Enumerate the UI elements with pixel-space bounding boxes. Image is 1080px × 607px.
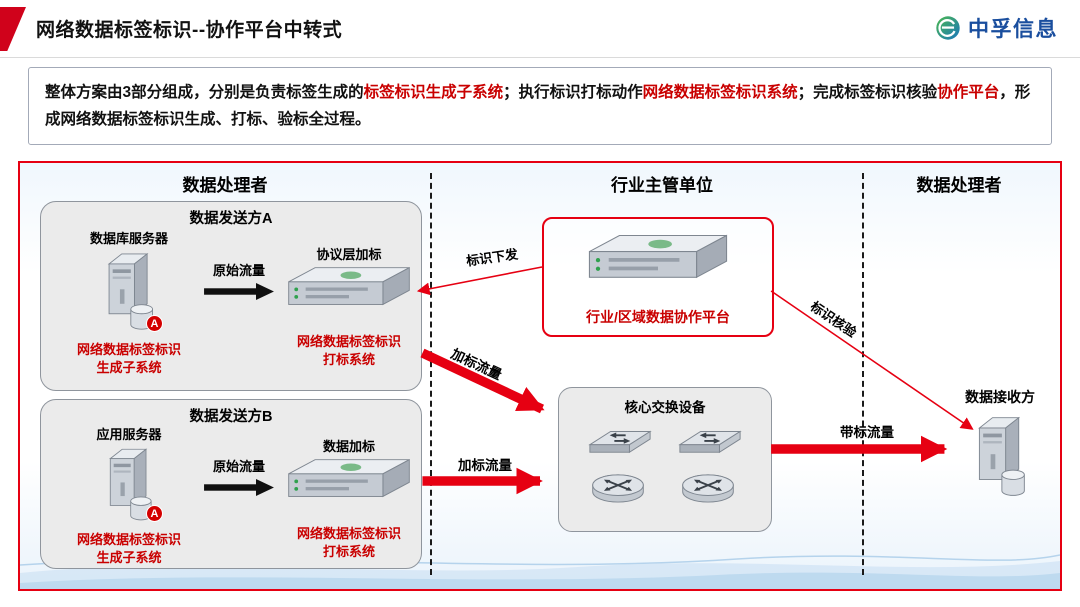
column-divider-left bbox=[430, 173, 432, 575]
column-header-data-processor-left: 数据处理者 bbox=[182, 176, 268, 195]
tag-generator-badge: A bbox=[146, 505, 163, 522]
sender-a-server-label: 数据库服务器 bbox=[89, 231, 168, 246]
switch-grid bbox=[559, 424, 771, 506]
sender-a-server-icon-wrap: A bbox=[100, 249, 163, 340]
sender-a-device-caption: 网络数据标签标识 打标系统 bbox=[279, 333, 419, 368]
summary-seg-em: 标签标识生成子系统 bbox=[363, 84, 504, 101]
company-logo: 中孚信息 bbox=[935, 13, 1058, 43]
column-divider-right bbox=[862, 173, 864, 575]
caption-line: 网络数据标签标识 bbox=[296, 526, 401, 541]
sender-b-device-caption: 网络数据标签标识 打标系统 bbox=[279, 525, 419, 560]
sender-a-device: 协议层加标 网络数据标签标识 打标系统 bbox=[279, 244, 419, 368]
sender-a-group: 数据发送方A 数据库服务器 A 网络数据标签标识 生成子系统 原始流量 协议层加… bbox=[40, 201, 422, 391]
switch-icon bbox=[678, 424, 742, 456]
sender-b-device: 数据加标 网络数据标签标识 打标系统 bbox=[279, 436, 419, 560]
summary-text: 整体方案由3部分组成，分别是负责标签生成的标签标识生成子系统；执行标识打标动作网… bbox=[45, 79, 1035, 133]
sender-a-server-caption: 网络数据标签标识 生成子系统 bbox=[53, 341, 205, 376]
sender-b-server-label: 应用服务器 bbox=[96, 427, 162, 442]
sender-b-server: 应用服务器 A 网络数据标签标识 生成子系统 bbox=[53, 424, 205, 566]
sender-b-group: 数据发送方B 应用服务器 A 网络数据标签标识 生成子系统 原始流量 数据加标 bbox=[40, 399, 422, 569]
red-flag-accent-icon bbox=[0, 7, 26, 51]
caption-line: 打标系统 bbox=[322, 543, 375, 559]
sender-a-flow: 原始流量 bbox=[191, 260, 287, 305]
summary-seg: 整体方案由3部分组成，分别是负责标签生成的 bbox=[45, 84, 364, 101]
arrow-label-tagged-out: 带标流量 bbox=[840, 425, 894, 440]
collaboration-platform-box: 行业/区域数据协作平台 bbox=[542, 217, 774, 337]
right-arrow-icon bbox=[204, 479, 274, 496]
sender-b-flow: 原始流量 bbox=[191, 456, 287, 501]
sender-b-server-icon-wrap: A bbox=[100, 445, 163, 530]
device-label: 协议层加标 bbox=[316, 247, 382, 262]
switch-icon bbox=[588, 424, 652, 456]
caption-line: 网络数据标签标识 bbox=[76, 532, 181, 547]
caption-line: 网络数据标签标识 bbox=[296, 334, 401, 349]
summary-box: 整体方案由3部分组成，分别是负责标签生成的标签标识生成子系统；执行标识打标动作网… bbox=[28, 67, 1052, 146]
column-header-data-processor-right: 数据处理者 bbox=[916, 176, 1002, 195]
arrow-label-distribute: 标识下发 bbox=[465, 246, 519, 269]
tag-generator-badge: A bbox=[146, 315, 163, 332]
zhongfu-globe-icon bbox=[936, 16, 960, 40]
rack-device-icon bbox=[283, 263, 415, 312]
receiver-group: 数据接收方 bbox=[920, 387, 1060, 506]
receiver-label: 数据接收方 bbox=[965, 389, 1035, 405]
arrow-label-tagged-flow-a: 加标流量 bbox=[448, 346, 505, 383]
flow-label: 原始流量 bbox=[212, 459, 265, 474]
summary-seg-em: 协作平台 bbox=[937, 84, 1000, 101]
caption-line: 打标系统 bbox=[322, 351, 375, 367]
column-header-industry-authority: 行业主管单位 bbox=[611, 176, 713, 195]
slide-header: 网络数据标签标识--协作平台中转式 中孚信息 bbox=[0, 0, 1080, 57]
rack-device-icon bbox=[583, 230, 733, 286]
architecture-diagram: 数据处理者 行业主管单位 数据处理者 数据发送方A 数据库服务器 A 网络数据标… bbox=[18, 161, 1062, 591]
sender-a-title: 数据发送方A bbox=[189, 211, 273, 227]
header-divider bbox=[0, 57, 1080, 58]
sender-b-server-caption: 网络数据标签标识 生成子系统 bbox=[53, 531, 205, 566]
summary-seg: ；执行标识打标动作 bbox=[503, 84, 643, 101]
device-label: 数据加标 bbox=[322, 439, 375, 454]
caption-line: 生成子系统 bbox=[96, 549, 162, 565]
summary-seg-em: 网络数据标签标识系统 bbox=[642, 84, 798, 101]
sender-b-title: 数据发送方B bbox=[189, 409, 273, 425]
summary-seg: ，形成网络数据标签标识生成、打标、验标全过程。 bbox=[45, 84, 1031, 129]
database-server-icon bbox=[970, 413, 1030, 501]
company-logo-text: 中孚信息 bbox=[968, 18, 1058, 41]
core-switch-label: 核心交换设备 bbox=[624, 400, 706, 415]
rack-device-icon bbox=[283, 455, 415, 504]
caption-line: 网络数据标签标识 bbox=[76, 342, 181, 357]
router-icon bbox=[678, 470, 738, 506]
router-icon bbox=[588, 470, 648, 506]
core-switch-group: 核心交换设备 bbox=[558, 387, 772, 532]
caption-line: 生成子系统 bbox=[96, 359, 162, 375]
page-title: 网络数据标签标识--协作平台中转式 bbox=[36, 20, 343, 41]
sender-a-server: 数据库服务器 A 网络数据标签标识 生成子系统 bbox=[53, 228, 205, 376]
arrow-distribute bbox=[416, 266, 543, 296]
right-arrow-icon bbox=[204, 283, 274, 300]
platform-label: 行业/区域数据协作平台 bbox=[586, 309, 730, 325]
arrow-label-verify: 标识核验 bbox=[807, 298, 860, 341]
arrow-label-tagged-flow-b: 加标流量 bbox=[458, 458, 512, 473]
summary-seg: ；完成标签标识核验 bbox=[797, 84, 938, 101]
flow-label: 原始流量 bbox=[212, 263, 265, 278]
